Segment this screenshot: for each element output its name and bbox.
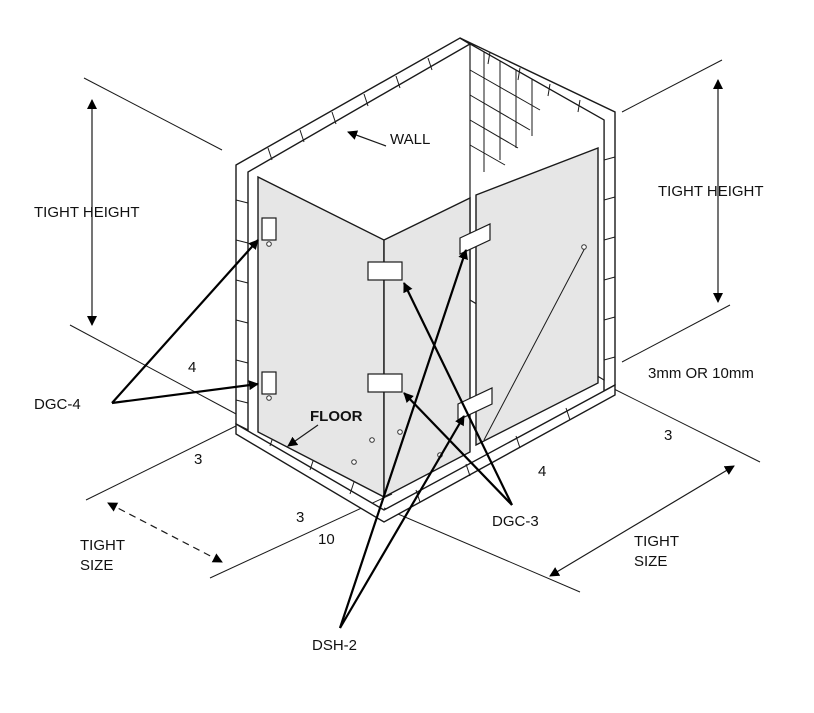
tight-size-right-label-2: SIZE xyxy=(634,553,667,570)
labels: TIGHT HEIGHT TIGHT HEIGHT WALL FLOOR 3mm… xyxy=(34,131,764,654)
dsh2-leader-top xyxy=(338,249,468,629)
tight-size-right-label-1: TIGHT xyxy=(634,533,679,550)
dim-front-10: 10 xyxy=(318,531,335,548)
dgc4-leader-top xyxy=(111,239,259,404)
dgc3-leader-top xyxy=(403,282,513,506)
dgc4-clip-bottom xyxy=(261,371,277,395)
glass-panels xyxy=(257,146,599,499)
wall-label: WALL xyxy=(390,131,430,148)
dim-right-4: 4 xyxy=(538,463,546,480)
dsh2-hinge-top xyxy=(459,223,491,255)
dim-right-3: 3 xyxy=(664,427,672,444)
dim-left-3: 3 xyxy=(194,451,202,468)
floor-label: FLOOR xyxy=(310,408,363,425)
door-glass-panel xyxy=(475,146,599,447)
dgc4-leader-bottom xyxy=(111,380,259,405)
dsh2-leader-bottom xyxy=(339,415,465,629)
dgc4-clip-top xyxy=(261,217,277,241)
dgc3-clip-bottom xyxy=(367,373,403,393)
front-fixed-panel xyxy=(383,196,471,499)
dsh2-label: DSH-2 xyxy=(312,637,357,654)
dgc3-clip-top xyxy=(367,261,403,281)
tight-size-left-label-1: TIGHT xyxy=(80,537,125,554)
tight-height-right-label: TIGHT HEIGHT xyxy=(658,183,764,200)
extension-lines xyxy=(69,59,761,593)
dim-left-4: 4 xyxy=(188,359,196,376)
floor-leader xyxy=(287,424,319,447)
dgc3-leader-bottom xyxy=(403,392,513,506)
gap-label: 3mm OR 10mm xyxy=(648,365,754,382)
dimension-arrows xyxy=(87,79,735,577)
wall-leader xyxy=(347,130,387,147)
tight-height-left-label: TIGHT HEIGHT xyxy=(34,204,140,221)
leader-lines xyxy=(111,130,513,629)
tight-size-left-label-2: SIZE xyxy=(80,557,113,574)
dgc3-label: DGC-3 xyxy=(492,513,539,530)
dgc4-label: DGC-4 xyxy=(34,396,81,413)
dim-front-3: 3 xyxy=(296,509,304,526)
tight-size-right-arrow xyxy=(549,465,735,577)
tight-size-left-arrow xyxy=(107,502,223,563)
